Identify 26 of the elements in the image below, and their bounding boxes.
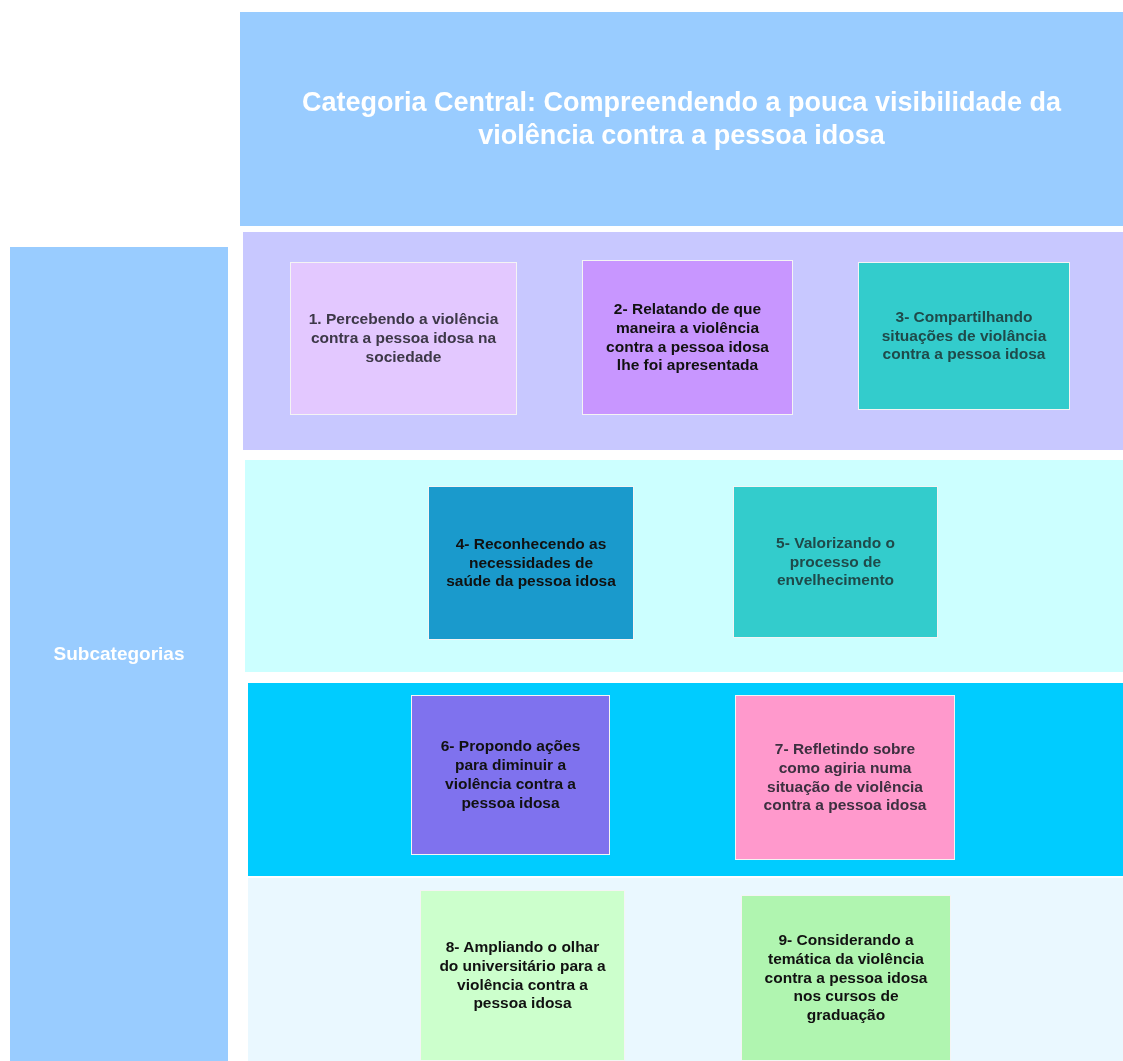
subcategory-text: 4- Reconhecendo as necessidades de saúde da pessoa idosa [445,534,617,592]
row-band [248,683,1123,876]
subcategory-box [741,895,951,1061]
title-band [240,12,1123,226]
subcategory-box [420,890,625,1061]
subcategory-text: 1. Percebendo a violência contra a pessoa idosa na sociedade [307,310,500,367]
subcategory-box [858,262,1070,410]
subcategory-box [582,260,793,415]
subcategory-text: 6- Propondo ações para diminuir a violência contra a pessoa idosa [439,737,582,813]
row-band [243,232,1123,450]
subcategory-text: 9- Considerando a temática da violência contra a pessoa idosa nos cursos de graduação [763,930,929,1026]
subcategory-box [411,695,610,855]
subcategory-box [735,695,955,860]
subcategory-box [733,486,938,638]
title-text: Categoria Central: Compreendendo a pouca visibilidade da violência contra a pessoa idosa [300,86,1063,152]
subcategory-box [428,486,634,640]
subcategory-text: 2- Relatando de que maneira a violência contra a pessoa idosa lhe foi apresentada [605,299,770,376]
subcategory-text: 5- Valorizando o processo de envelhecimento [775,533,896,591]
subcategory-text: 3- Compartilhando situações de violância contra a pessoa idosa [880,307,1048,365]
row-band [245,460,1123,672]
subcategory-box [290,262,517,415]
subcategory-text: 8- Ampliando o olhar do universitário para a violência contra a pessoa idosa [438,937,607,1014]
row-band [248,878,1123,1061]
side-label-band [10,247,228,1061]
side-label: Subcategorias [53,642,185,666]
subcategory-text: 7- Refletindo sobre como agiria numa situação de violência contra a pessoa idosa [762,739,928,816]
